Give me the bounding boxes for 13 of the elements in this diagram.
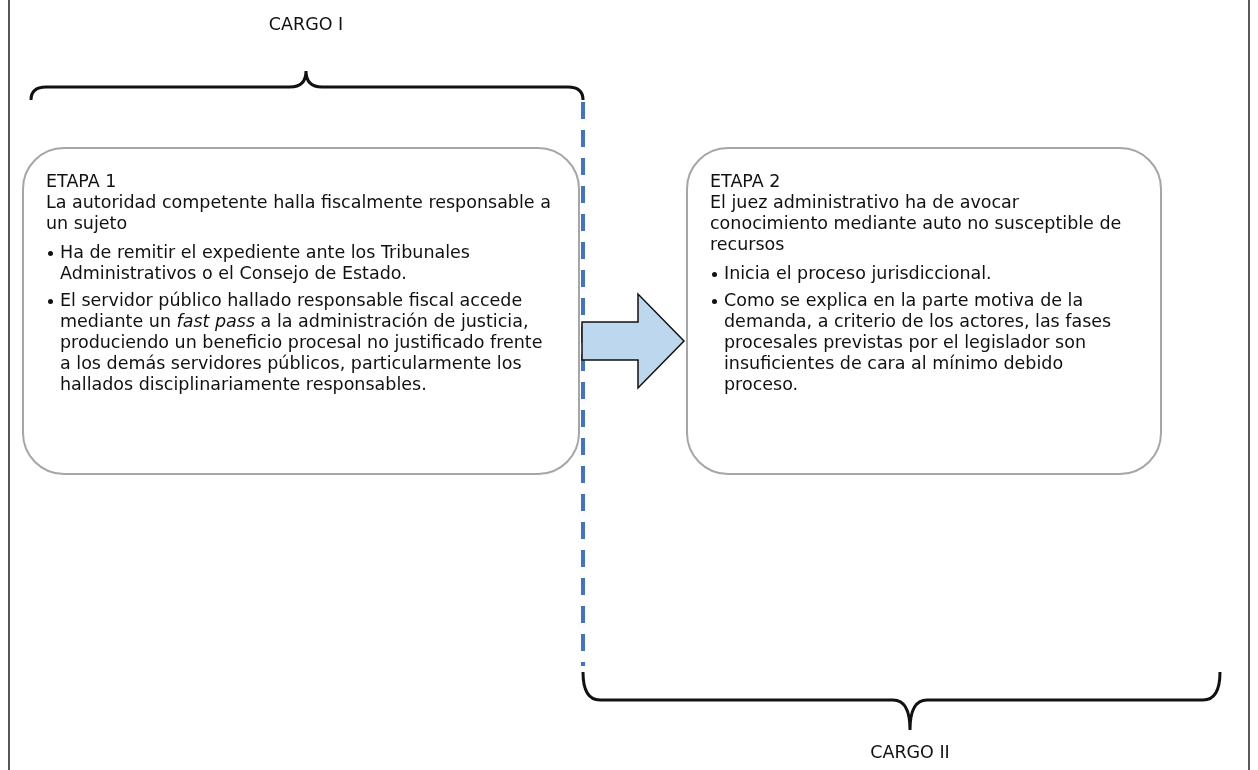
rounded-box bbox=[686, 147, 1162, 475]
stage-description: La autoridad competente halla fiscalmente responsable a un sujeto bbox=[46, 192, 552, 234]
block-arrow bbox=[581, 292, 686, 390]
section-label: CARGO II bbox=[870, 742, 950, 762]
bullet-item: Como se explica en la parte motiva de la demanda, a criterio de los actores, las fases procesales previstas por el legislador son insuficientes de cara al mínimo debido proceso. bbox=[710, 290, 1140, 395]
rounded-box bbox=[22, 147, 580, 475]
bullet-item: Ha de remitir el expediente ante los Tribunales Administrativos o el Consejo de Estado. bbox=[46, 242, 558, 284]
stage-description: El juez administrativo ha de avocar conocimiento mediante auto no susceptible de recursos bbox=[710, 192, 1123, 255]
bullet-item: El servidor público hallado responsable fiscal accede mediante un fast pass a la administración de justicia, produciendo un beneficio procesal no justificado frente a los demás servidores públicos, particularmente los hallados disciplinariamente responsables. bbox=[46, 290, 558, 395]
stage-heading: ETAPA 2 bbox=[710, 171, 782, 192]
stage-heading: ETAPA 1 bbox=[46, 171, 118, 192]
section-label: CARGO I bbox=[268, 14, 344, 34]
bullet-item: Inicia el proceso jurisdiccional. bbox=[710, 263, 1140, 284]
